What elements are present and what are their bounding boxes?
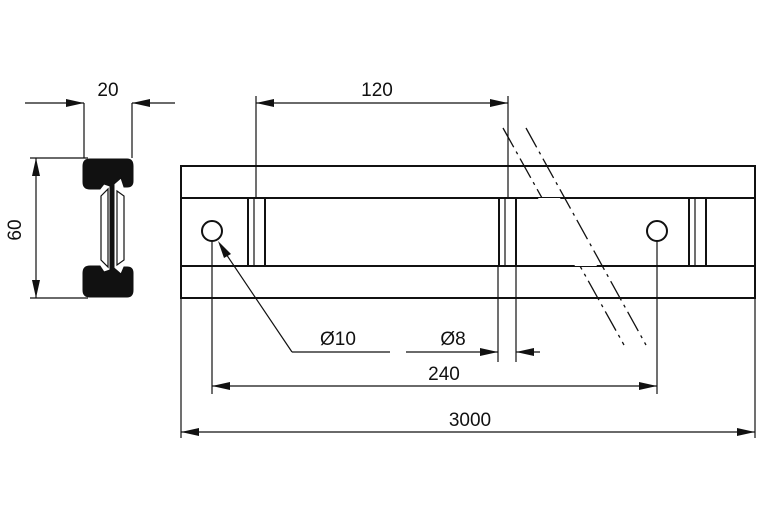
section-height-label: 60 <box>5 219 26 240</box>
section-width-dimension <box>25 99 175 158</box>
total-length-label: 3000 <box>449 410 491 431</box>
hole-pitch-label: 240 <box>428 364 460 385</box>
total-length-dimension <box>180 298 756 438</box>
slot-pitch-label: 120 <box>361 80 393 101</box>
hole-small-label: Ø8 <box>440 329 465 350</box>
hole-large-leader <box>218 241 390 353</box>
bar-outline <box>180 165 756 299</box>
slot-2 <box>498 197 517 267</box>
mounting-hole-left <box>201 220 223 242</box>
cross-section-view: 20 60 <box>5 80 175 299</box>
hole-pitch-dimension <box>211 241 658 394</box>
front-view <box>180 127 756 346</box>
bumper-profile-shape <box>82 158 134 298</box>
slot-pitch-dimension <box>255 96 509 198</box>
section-width-label: 20 <box>97 80 118 101</box>
hole-large-label: Ø10 <box>320 329 356 350</box>
hole-small-dimension <box>406 266 540 362</box>
slot-3 <box>688 197 707 267</box>
section-height-dimension <box>30 157 88 299</box>
mounting-hole-right <box>646 220 668 242</box>
slot-1 <box>247 197 266 267</box>
